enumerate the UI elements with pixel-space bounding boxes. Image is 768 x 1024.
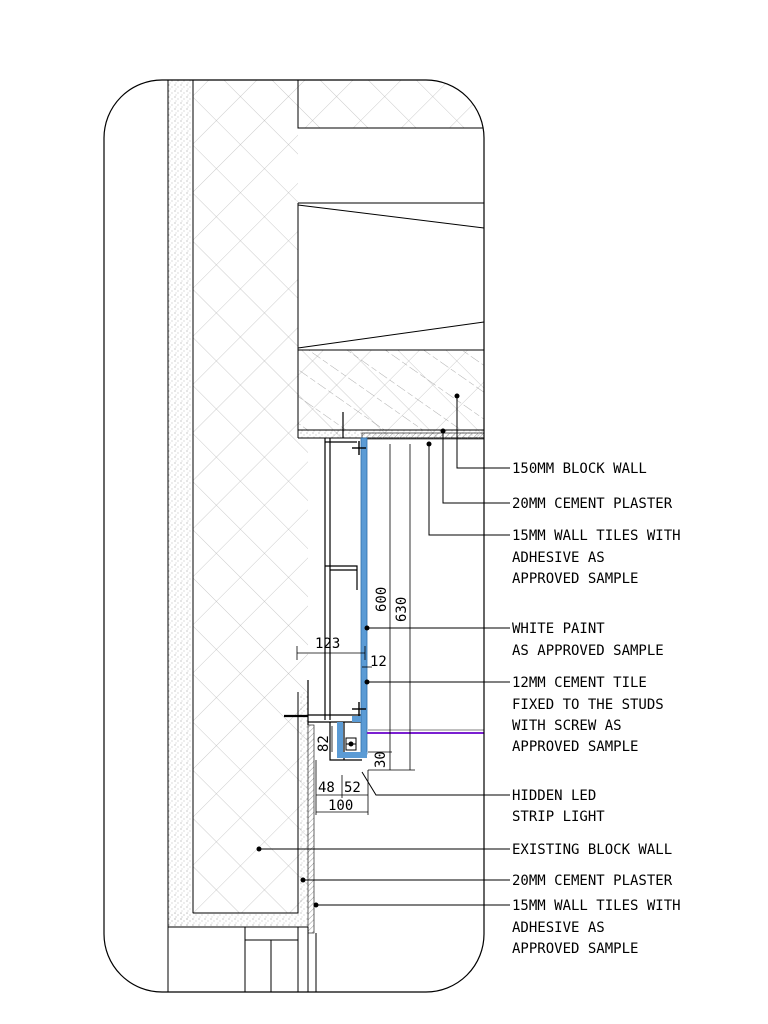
label-20mm-cement-plaster-bottom: 20MM CEMENT PLASTER [512,873,673,889]
upper-block-wall [298,350,484,430]
dim-48: 48 [318,780,335,796]
dim-30: 30 [373,751,389,768]
label-white-paint-line1: WHITE PAINT [512,621,605,637]
label-wall-tiles-bottom-line1: 15MM WALL TILES WITH [512,898,681,914]
label-wall-tiles-top-line1: 15MM WALL TILES WITH [512,528,681,544]
label-hidden-led-line2: STRIP LIGHT [512,809,605,825]
label-20mm-cement-plaster-top: 20MM CEMENT PLASTER [512,496,673,512]
label-cement-tile-line2: FIXED TO THE STUDS [512,697,664,713]
bottom-cement-plaster [168,913,300,927]
label-existing-block-wall: EXISTING BLOCK WALL [512,842,672,858]
dim-600: 600 [374,587,390,612]
label-150mm-block-wall: 150MM BLOCK WALL [512,461,647,477]
dim-123: 123 [315,636,340,652]
label-cement-tile-line1: 12MM CEMENT TILE [512,675,647,691]
right-cement-plaster [298,692,308,927]
leader-lines [259,396,510,906]
dim-12: 12 [370,654,387,670]
dim-630: 630 [394,597,410,622]
label-cement-tile-line3: WITH SCREW AS [512,718,622,734]
label-wall-tiles-top-line3: APPROVED SAMPLE [512,571,638,587]
label-cement-tile-line4: APPROVED SAMPLE [512,739,638,755]
left-cement-plaster [168,80,193,927]
dim-100: 100 [328,798,353,814]
label-white-paint-line2: AS APPROVED SAMPLE [512,643,664,659]
dim-52: 52 [344,780,361,796]
label-wall-tiles-top-line2: ADHESIVE AS [512,550,605,566]
led-strip-icon [345,737,357,751]
dim-82: 82 [316,735,332,752]
leader-dots [256,393,460,908]
label-wall-tiles-bottom-line2: ADHESIVE AS [512,920,605,936]
detail-frame [103,79,485,993]
cement-tile-panel [360,437,368,755]
label-wall-tiles-bottom-line3: APPROVED SAMPLE [512,941,638,957]
label-hidden-led-line1: HIDDEN LED [512,788,596,804]
